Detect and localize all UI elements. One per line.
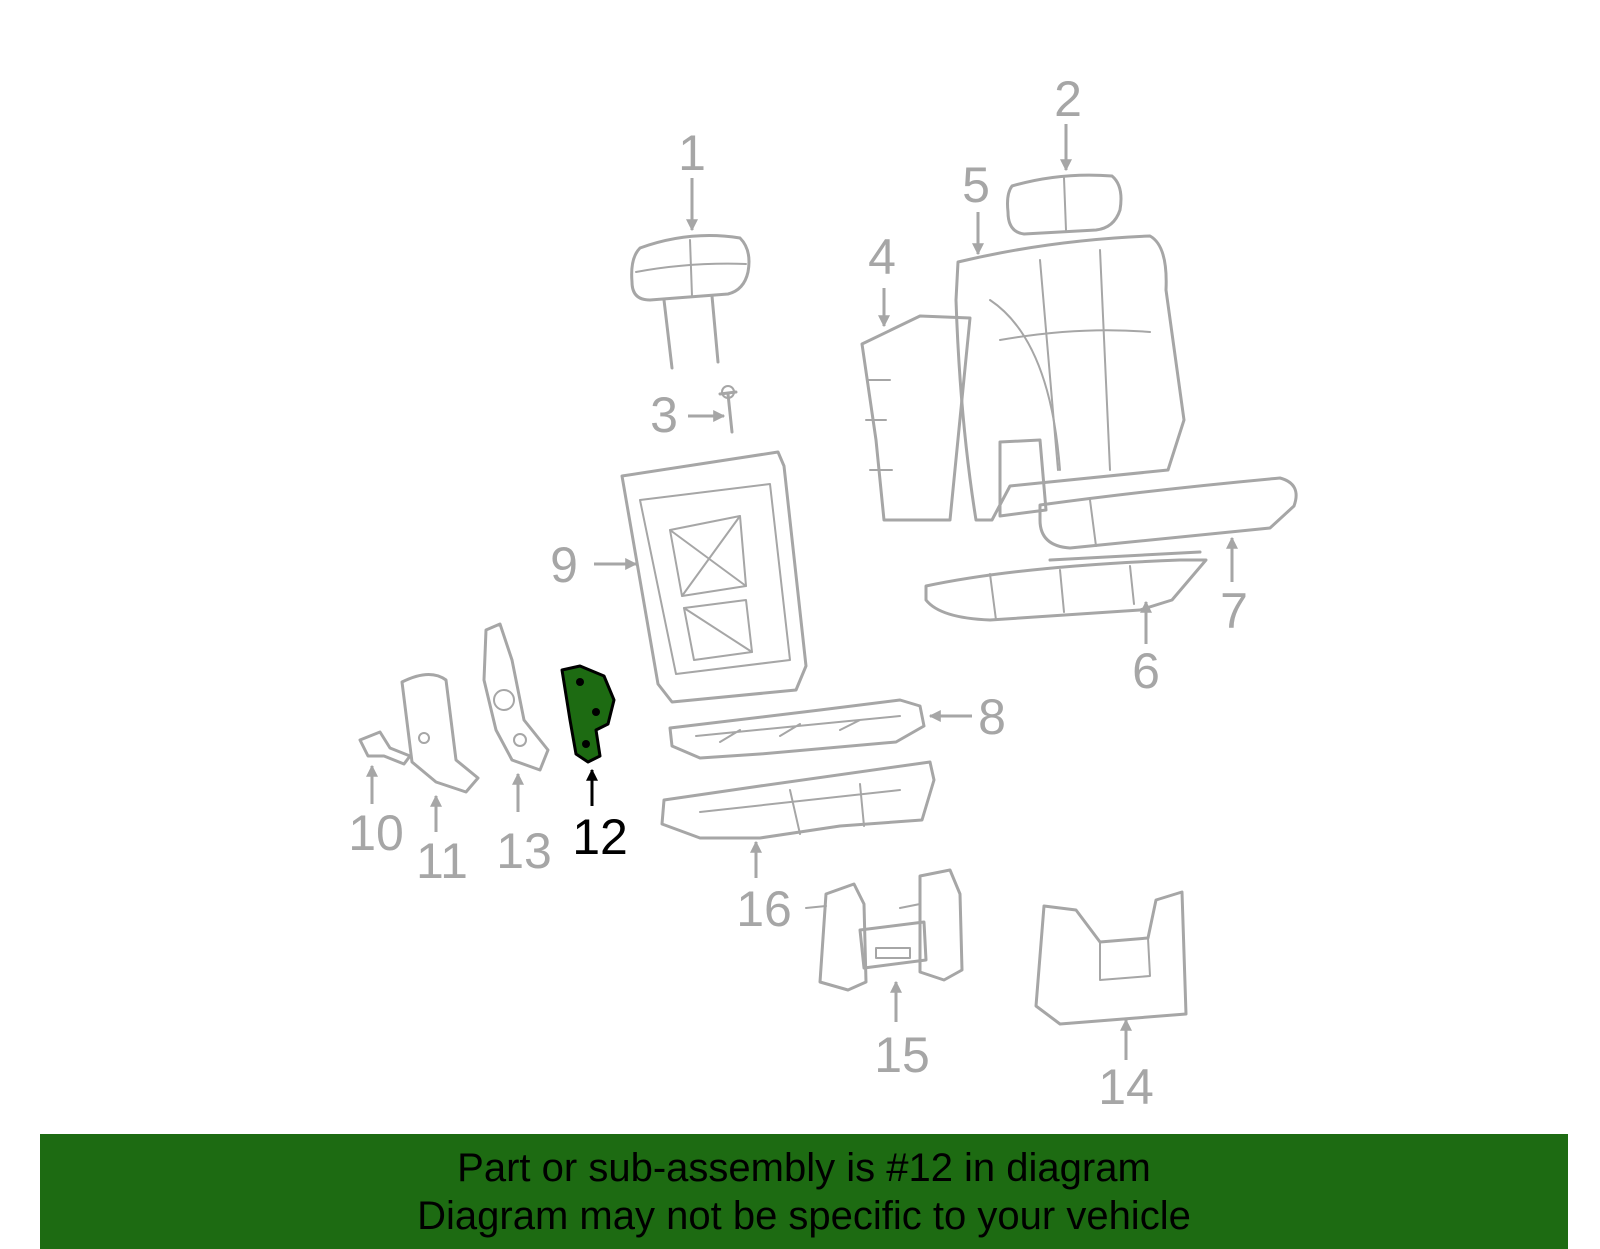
knob-part-10 xyxy=(358,730,412,766)
callout-5: 5 xyxy=(962,157,990,213)
callout-13: 13 xyxy=(496,823,552,879)
callout-1: 1 xyxy=(678,125,706,181)
track-assembly-part-15 xyxy=(805,868,964,992)
pin-part-3 xyxy=(718,385,738,434)
callout-15: 15 xyxy=(874,1027,930,1083)
recliner-bracket-part-13 xyxy=(482,622,550,772)
parts-diagram: 1 2 3 4 5 6 7 8 9 10 11 12 13 14 15 16 xyxy=(348,71,1298,1115)
headrest-part-2 xyxy=(1006,173,1123,236)
cushion-pan-part-16 xyxy=(660,760,936,840)
callout-9: 9 xyxy=(550,537,578,593)
callout-14: 14 xyxy=(1098,1059,1154,1115)
headrest-part-1 xyxy=(630,234,751,370)
callout-8: 8 xyxy=(978,689,1006,745)
highlighted-part-12 xyxy=(560,664,616,764)
banner-line-2: Diagram may not be specific to your vehi… xyxy=(417,1194,1191,1238)
cover-part-14 xyxy=(1034,890,1188,1026)
callout-7: 7 xyxy=(1220,583,1248,639)
callout-3: 3 xyxy=(650,387,678,443)
callout-10: 10 xyxy=(348,805,404,861)
seat-assembly-parts-4-5-6-7 xyxy=(860,234,1298,622)
callout-2: 2 xyxy=(1054,71,1082,127)
callout-12: 12 xyxy=(572,809,628,865)
seat-back-frame-part-9 xyxy=(620,450,808,704)
side-shield-part-11 xyxy=(400,673,480,794)
info-banner: Part or sub-assembly is #12 in diagram D… xyxy=(40,1134,1568,1249)
callout-4: 4 xyxy=(868,229,896,285)
callout-11: 11 xyxy=(416,833,468,889)
cushion-frame-part-8 xyxy=(668,698,926,760)
callout-6: 6 xyxy=(1132,643,1160,699)
banner-line-1: Part or sub-assembly is #12 in diagram xyxy=(457,1146,1151,1190)
callout-16: 16 xyxy=(736,881,792,937)
